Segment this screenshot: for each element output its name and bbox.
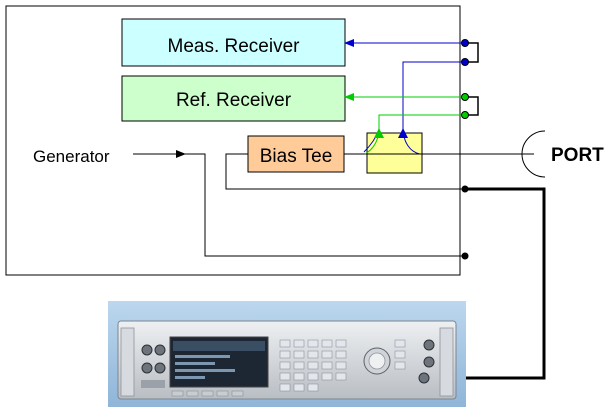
bias-tee-label: Bias Tee — [260, 146, 333, 167]
ref-receiver-label: Ref. Receiver — [176, 90, 292, 111]
port-connector — [521, 130, 546, 178]
bias-tee-block: Bias Tee — [247, 135, 345, 173]
generator-path — [185, 153, 465, 257]
bias-dc-line — [225, 153, 465, 190]
ref-receiver-block: Ref. Receiver — [121, 75, 346, 122]
ref-signal-path — [344, 93, 479, 155]
signal-generator-image — [108, 301, 466, 407]
external-cable — [424, 187, 546, 380]
generator-terminal — [461, 252, 469, 260]
meas-receiver-label: Meas. Receiver — [168, 36, 301, 57]
meas-receiver-block: Meas. Receiver — [121, 18, 346, 67]
meas-signal-path — [344, 39, 479, 155]
generator-label: Generator — [33, 147, 110, 166]
port-label: PORT — [551, 145, 604, 166]
coupler-block — [366, 132, 423, 174]
